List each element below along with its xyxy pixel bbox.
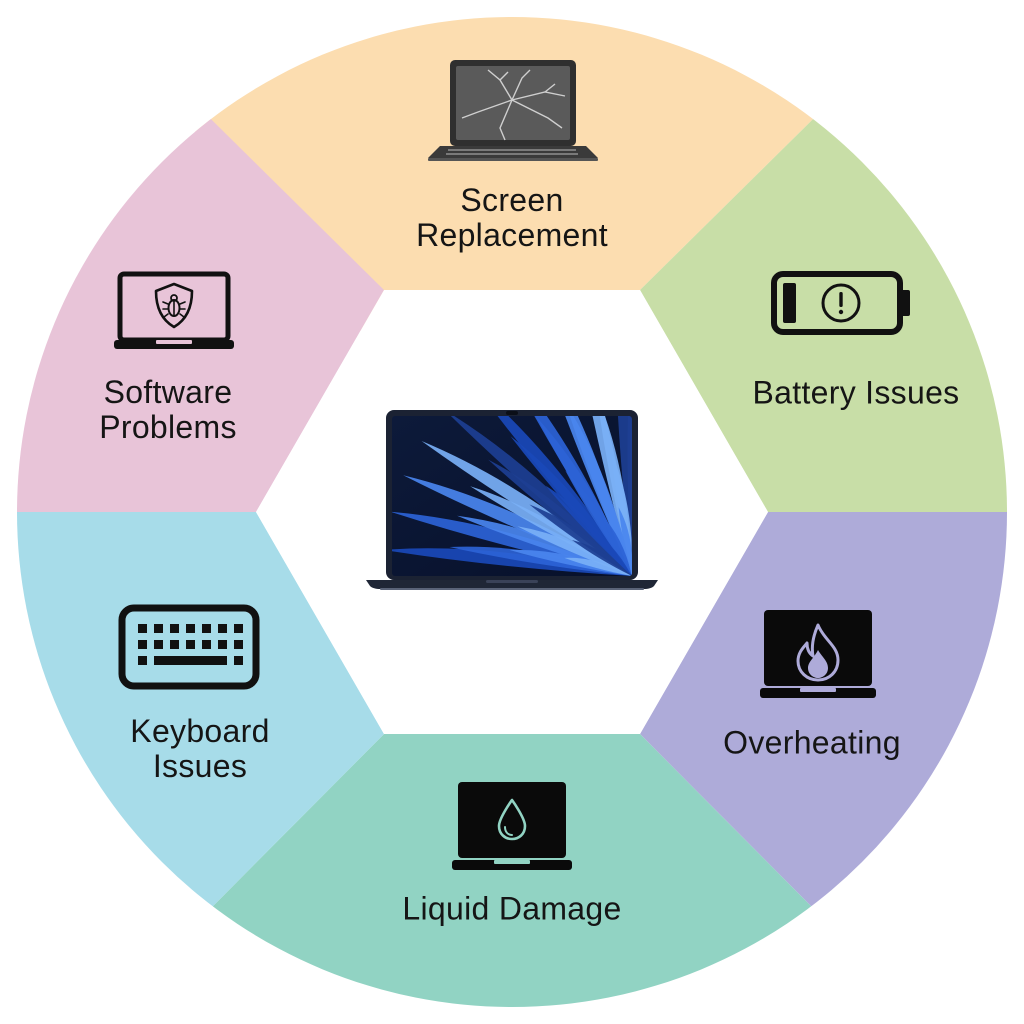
laptop-flame-icon	[760, 610, 876, 698]
low-battery-alert-icon	[771, 271, 910, 335]
screen-wallpaper-petal	[571, 539, 632, 576]
screen-wallpaper-petal	[564, 557, 632, 576]
label-liquid-damage: Liquid Damage	[402, 890, 622, 927]
screen-wallpaper-petal	[600, 513, 632, 576]
label-keyboard-issues: Keyboard Issues	[130, 713, 270, 784]
label-battery-issues: Battery Issues	[752, 374, 960, 411]
screen-wallpaper-petal	[565, 470, 632, 576]
screen-wallpaper-petal	[584, 524, 632, 576]
label-overheating: Overheating	[723, 724, 901, 761]
cracked-laptop-icon	[428, 60, 598, 161]
label-software-problems: Software Problems	[99, 374, 237, 445]
label-screen-replacement: Screen Replacement	[416, 182, 608, 253]
keyboard-icon	[118, 604, 260, 690]
laptop-bug-shield-icon	[114, 271, 234, 349]
segment-screen-replacement[interactable]	[60, 0, 964, 512]
screen-wallpaper-petal	[392, 548, 632, 576]
screen-wallpaper-petal	[618, 507, 632, 576]
screen-wallpaper-petal	[509, 549, 632, 576]
macbook-laptop-icon	[366, 410, 658, 590]
screen-wallpaper-petal	[449, 546, 632, 576]
laptop-water-drop-icon	[452, 782, 572, 870]
